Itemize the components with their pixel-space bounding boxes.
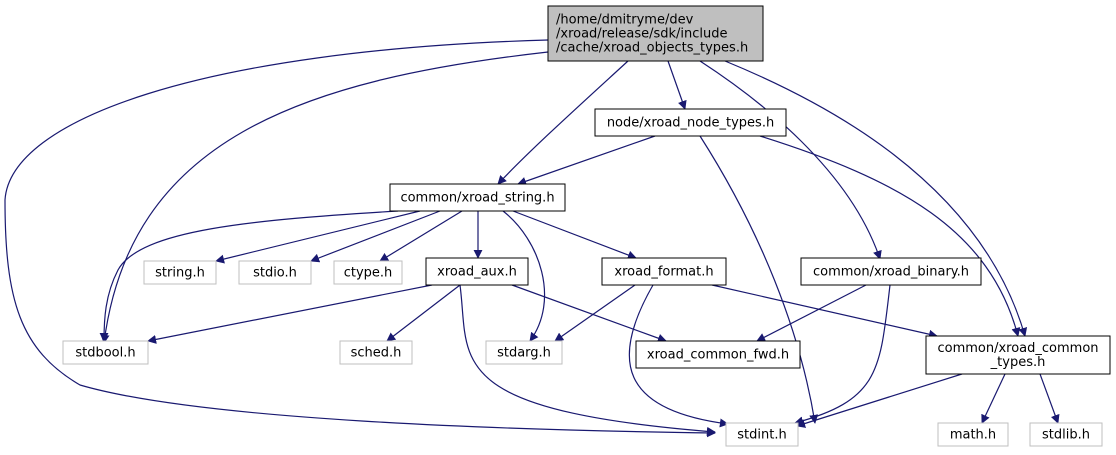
edge-string-to-ctype-h (379, 210, 463, 262)
node-sched-h[interactable]: sched.h (339, 340, 413, 365)
node-common-fwd[interactable]: xroad_common_fwd.h (635, 340, 801, 369)
node-box-stdio-h (238, 260, 312, 285)
node-label-common-types-line-0: common/xroad_common (937, 341, 1098, 356)
node-box-stdarg-h (485, 340, 563, 365)
node-ctype-h[interactable]: ctype.h (333, 260, 403, 285)
node-box-math-h (937, 422, 1009, 447)
node-box-stdint-h (725, 422, 799, 447)
node-root[interactable]: /home/dmitryme/dev/xroad/release/sdk/inc… (547, 5, 764, 62)
edge-format-to-stdint (628, 284, 729, 428)
node-label-stdio-h-line-0: stdio.h (253, 266, 297, 281)
node-stdio-h[interactable]: stdio.h (238, 260, 312, 285)
node-string[interactable]: common/xroad_string.h (389, 183, 566, 212)
edge-node-types-to-string (517, 135, 656, 186)
edge-common-types-to-stdint (796, 373, 963, 428)
node-stdint-h[interactable]: stdint.h (725, 422, 799, 447)
node-box-ctype-h (333, 260, 403, 285)
node-box-stdbool-h (62, 340, 149, 365)
node-box-format (601, 257, 727, 286)
node-box-aux (425, 257, 529, 286)
node-label-common-types-line-1: _types.h (990, 355, 1046, 370)
edge-format-to-common-types (711, 284, 938, 339)
node-label-sched-h-line-0: sched.h (351, 346, 402, 361)
node-label-root-line-1: /xroad/release/sdk/include (556, 27, 728, 42)
edge-string-to-stdbool (99, 210, 399, 342)
node-box-string-h (143, 260, 217, 285)
edges-layer (4, 39, 1060, 438)
node-label-math-h-line-0: math.h (950, 428, 996, 443)
node-box-binary (800, 257, 982, 286)
edge-aux-to-common-fwd (511, 284, 667, 343)
edge-string-to-stdio-h (310, 210, 441, 263)
edge-root-to-common-types (724, 60, 1028, 337)
node-label-aux-line-0: xroad_aux.h (437, 265, 517, 280)
node-label-string-line-0: common/xroad_string.h (400, 191, 554, 206)
edge-node-types-to-common-types (759, 135, 1021, 337)
node-aux[interactable]: xroad_aux.h (425, 257, 529, 286)
node-box-stdlib-h (1029, 422, 1103, 447)
node-box-node-types (594, 108, 787, 137)
node-node-types[interactable]: node/xroad_node_types.h (594, 108, 787, 137)
node-label-string-h-line-0: string.h (155, 266, 205, 281)
node-label-stdarg-h-line-0: stdarg.h (497, 346, 551, 361)
edge-string-to-string-h (215, 210, 421, 264)
edge-binary-to-stdint (794, 284, 891, 426)
node-label-root-line-0: /home/dmitryme/dev (556, 13, 694, 28)
node-label-node-types-line-0: node/xroad_node_types.h (607, 116, 774, 131)
node-box-root (547, 5, 764, 62)
node-math-h[interactable]: math.h (937, 422, 1009, 447)
node-stdarg-h[interactable]: stdarg.h (485, 340, 563, 365)
edge-binary-to-common-fwd (756, 284, 867, 342)
node-label-stdint-h-line-0: stdint.h (737, 428, 786, 443)
node-label-format-line-0: xroad_format.h (614, 265, 713, 280)
node-box-common-fwd (635, 340, 801, 369)
node-label-stdlib-h-line-0: stdlib.h (1042, 428, 1090, 443)
node-binary[interactable]: common/xroad_binary.h (800, 257, 982, 286)
edge-common-types-to-math (981, 373, 1006, 424)
nodes-layer: /home/dmitryme/dev/xroad/release/sdk/inc… (62, 5, 1111, 447)
node-label-common-fwd-line-0: xroad_common_fwd.h (647, 348, 789, 363)
node-label-ctype-h-line-0: ctype.h (344, 266, 393, 281)
node-format[interactable]: xroad_format.h (601, 257, 727, 286)
node-box-sched-h (339, 340, 413, 365)
node-common-types[interactable]: common/xroad_common_types.h (925, 335, 1111, 375)
node-box-string (389, 183, 566, 212)
node-label-binary-line-0: common/xroad_binary.h (813, 265, 969, 280)
node-box-common-types (925, 335, 1111, 375)
edge-format-to-stdarg (554, 284, 636, 342)
edge-string-to-stdarg (502, 210, 546, 342)
edge-root-to-binary (699, 60, 882, 260)
edge-root-to-stdbool (100, 51, 549, 344)
edge-root-to-string (497, 60, 629, 185)
edge-aux-to-stdint (459, 284, 716, 436)
node-label-root-line-2: /cache/xroad_objects_types.h (556, 41, 748, 56)
edge-node-types-to-stdint (699, 135, 819, 424)
edge-string-to-format (512, 210, 637, 260)
edge-aux-to-stdbool (147, 284, 433, 344)
node-stdlib-h[interactable]: stdlib.h (1029, 422, 1103, 447)
edge-common-types-to-stdlib (1039, 373, 1060, 424)
edge-root-to-stdint (4, 39, 716, 438)
node-string-h[interactable]: string.h (143, 260, 217, 285)
node-label-stdbool-h-line-0: stdbool.h (75, 346, 135, 361)
node-stdbool-h[interactable]: stdbool.h (62, 340, 149, 365)
edge-root-to-node-types (667, 60, 687, 110)
edge-aux-to-sched (386, 284, 461, 342)
